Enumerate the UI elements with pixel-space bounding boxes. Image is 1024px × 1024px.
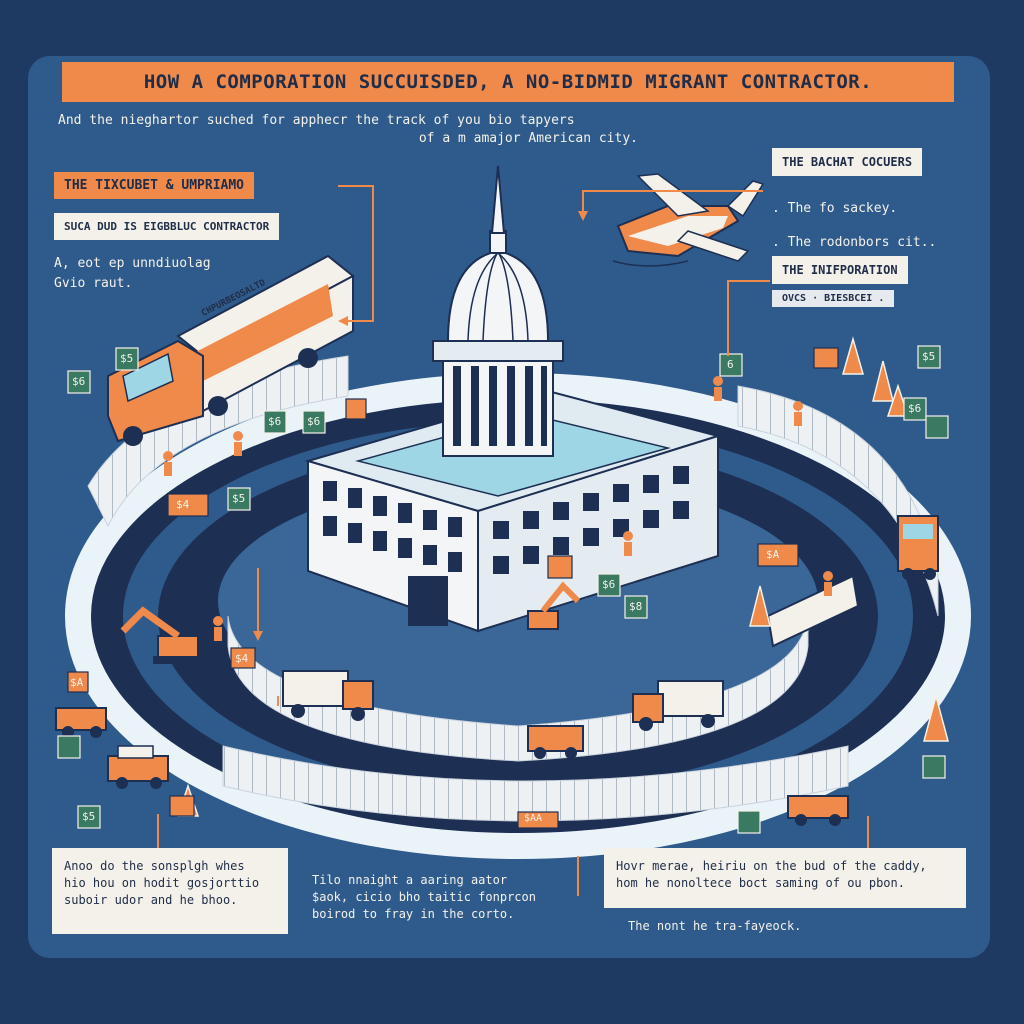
orange-price-signs [67, 347, 839, 829]
sign-6: $A [766, 548, 780, 561]
bottom-center-text: Tilo nnaight a aaring aator $aok, cicio … [312, 872, 602, 923]
money-sign-tiles [57, 345, 949, 834]
sign-2: $6 [268, 415, 282, 428]
title-bar: HOW A COMPORATION SUCCUISDED, A NO-BIDMI… [62, 62, 954, 102]
bottom-right-box: Hovr merae, heiriu on the bud of the cad… [604, 848, 966, 908]
sign-0: $6 [72, 375, 86, 388]
left-panel-tag: THE TIXCUBET & UMPRIAMO [54, 172, 255, 199]
right-panel-bullets: . The fo sackey. . The rodonbors cit.. [772, 192, 936, 260]
sign-3: $6 [307, 415, 321, 428]
dome-drum [442, 355, 554, 457]
dome-columns [453, 366, 547, 446]
sign-7: $5 [922, 350, 936, 363]
sign-11: $A [70, 676, 84, 689]
right-panel-tag-1: THE BACHAT COCUERS [772, 148, 923, 176]
excavator-left [120, 606, 203, 664]
van-bottom-right [632, 680, 724, 731]
left-panel-text-line-2: Gvio raut. [54, 276, 133, 291]
outer-fence-right [737, 385, 939, 617]
workers [163, 376, 833, 641]
car-right-bottom [787, 795, 849, 826]
bottom-center-line-1: Tilo nnaight a aaring aator [312, 873, 508, 887]
excavator-center [527, 581, 581, 630]
sign-10: $5 [82, 810, 96, 823]
bottom-right-caption: The nont he tra-fayeock. [628, 919, 802, 933]
right-panel-bullet-1: . The fo sackey. [772, 201, 898, 216]
sign-12: $AA [524, 813, 543, 824]
bottom-center-line-3: boirod to fray in the corto. [312, 907, 515, 921]
sign-14: $6 [908, 402, 922, 415]
intro-text: And the nieghartor suched for apphecr th… [58, 112, 658, 148]
truck-right [897, 515, 939, 580]
front-windows [323, 481, 462, 572]
car-center [527, 725, 584, 759]
dome-spire [490, 165, 506, 234]
dome-lantern [489, 230, 507, 254]
sign-8: $4 [235, 652, 249, 665]
sign-1: $5 [120, 352, 134, 365]
outer-fence-bottom [222, 745, 849, 822]
left-panel-text: A, eot ep unndiuolag Gvio raut. [54, 254, 211, 294]
bottom-left-line-3: suboir udor and he bhoo. [64, 893, 238, 907]
page-title: HOW A COMPORATION SUCCUISDED, A NO-BIDMI… [143, 71, 873, 93]
van-bottom-center [282, 670, 374, 721]
bottom-left-line-2: hio hou on hodit gosjorttio [64, 876, 260, 890]
sign-9: $6 [602, 578, 616, 591]
building-door [408, 576, 448, 626]
dome-base [432, 340, 564, 362]
airplane [612, 173, 765, 267]
bottom-right-line-1: Hovr merae, heiriu on the bud of the cad… [616, 859, 927, 873]
illustration-scene [55, 165, 971, 906]
right-panel-tag-2-sub: OVCS · BIESBCEI . [772, 290, 895, 307]
sign-5: $5 [232, 492, 246, 505]
side-windows [493, 466, 689, 574]
intro-line-1: And the nieghartor suched for apphecr th… [58, 113, 575, 128]
car-left-1 [55, 707, 107, 738]
bottom-left-box: Anoo do the sonsplgh whes hio hou on hod… [52, 848, 288, 934]
left-panel-text-line-1: A, eot ep unndiuolag [54, 256, 211, 271]
sign-13: 6 [727, 358, 734, 371]
car-left-2 [107, 745, 169, 789]
left-panel-subtag: SUCA DUD IS EIGBBLUC CONTRACTOR [54, 213, 280, 240]
intro-line-2: of a m amajor American city. [418, 131, 638, 146]
sign-15: $8 [629, 600, 643, 613]
right-panel-bullet-2: . The rodonbors cit.. [772, 235, 937, 250]
dome [446, 249, 550, 342]
right-panel-tag-2: THE INIFPORATION [772, 256, 908, 284]
poster: HOW A COMPORATION SUCCUISDED, A NO-BIDMI… [28, 56, 990, 958]
bottom-left-line-1: Anoo do the sonsplgh whes [64, 859, 245, 873]
arrow-heads [253, 211, 588, 641]
dome-ribs [467, 251, 529, 342]
inner-fence [227, 615, 809, 762]
bottom-center-line-2: $aok, cicio bho taitic fonprcon [312, 890, 536, 904]
sign-4: $4 [176, 498, 190, 511]
bottom-right-line-2: hom he nonoltece boct saming of ou pbon. [616, 876, 905, 890]
